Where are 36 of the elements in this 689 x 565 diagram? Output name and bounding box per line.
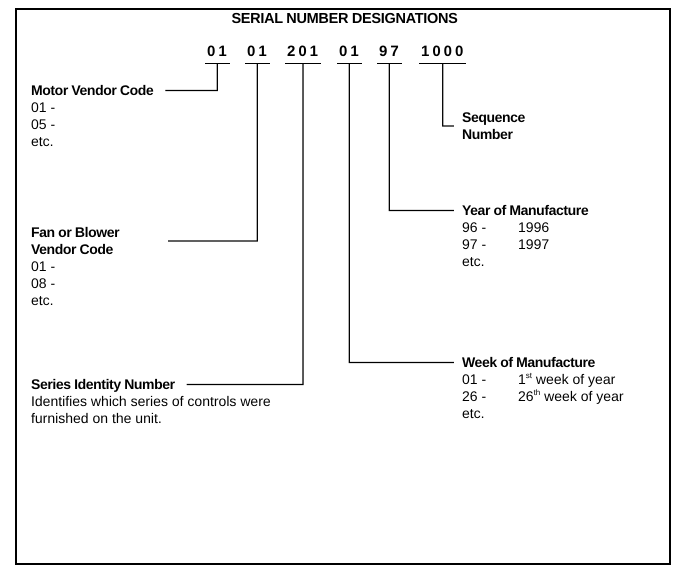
code-entry: 96 - <box>462 219 488 236</box>
leader-line <box>186 64 304 386</box>
code-entry: etc. <box>462 405 486 422</box>
code-entry: etc. <box>31 133 55 150</box>
field-heading: Fan or Blower Vendor Code <box>31 224 120 258</box>
leader-line <box>388 64 454 212</box>
code-entry: 01 - <box>31 99 56 116</box>
field-heading: Year of Manufacture <box>462 202 588 219</box>
code-entry: 26 - <box>462 388 488 405</box>
code-entry: 01 - <box>31 258 56 275</box>
field-heading: Sequence Number <box>462 109 526 143</box>
code-entry: etc. <box>31 292 55 309</box>
field-heading: Week of Manufacture <box>462 354 595 371</box>
serial-digit-group: 1000 <box>419 43 466 64</box>
serial-digit-group: 97 <box>377 43 402 64</box>
serial-digit-group: 01 <box>205 43 230 64</box>
code-entry: 08 - <box>31 275 56 292</box>
description-text: Identifies which series of controls were furnished on the unit. <box>31 393 272 427</box>
code-entry: 1997 <box>518 236 550 253</box>
field-heading: Series Identity Number <box>31 376 175 393</box>
serial-digit-group: 01 <box>245 43 270 64</box>
code-entry: 1$^{st}$ week of year <box>518 371 616 388</box>
code-entry: 1996 <box>518 219 550 236</box>
code-entry: 97 - <box>462 236 488 253</box>
serial-digit-group: 01 <box>337 43 362 64</box>
code-entry: etc. <box>462 253 486 270</box>
leader-line <box>348 64 454 364</box>
leader-line <box>168 64 258 242</box>
field-heading: Motor Vendor Code <box>31 82 154 99</box>
leader-line <box>442 64 454 127</box>
code-entry: 05 - <box>31 116 56 133</box>
serial-digit-group: 201 <box>285 43 322 64</box>
leader-line <box>165 64 218 92</box>
code-entry: 26$^{th}$ week of year <box>518 388 625 405</box>
title: SERIAL NUMBER DESIGNATIONS <box>230 11 459 27</box>
code-entry: 01 - <box>462 371 488 388</box>
